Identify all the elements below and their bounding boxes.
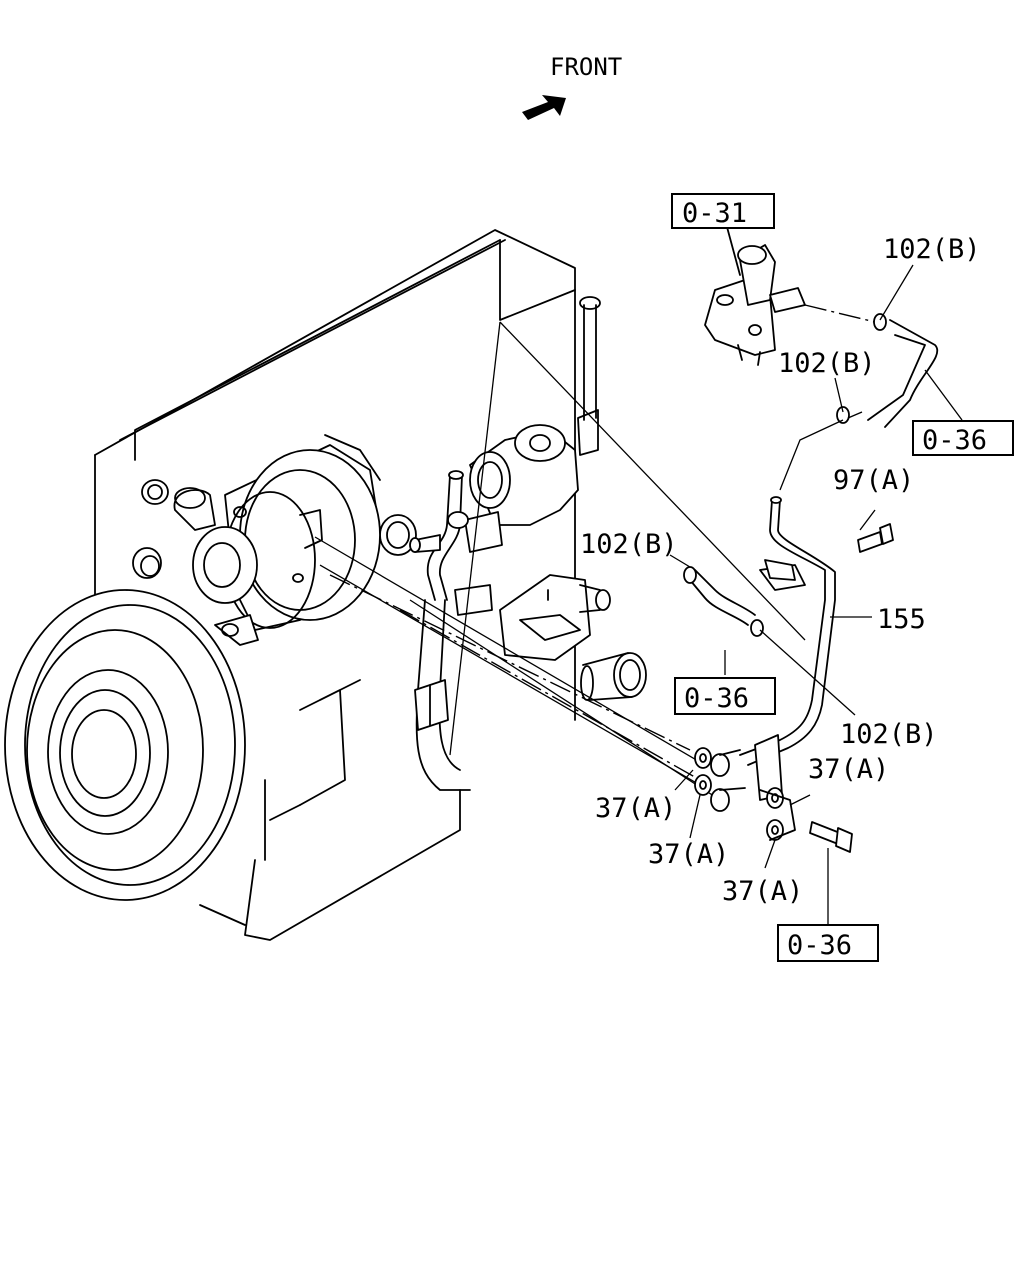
part-label-155: 155 <box>877 604 926 635</box>
part-label-37a-left: 37(A) <box>595 793 676 824</box>
svg-text:0-36: 0-36 <box>922 425 987 456</box>
svg-text:0-36: 0-36 <box>787 930 852 961</box>
part-label-102b-low: 102(B) <box>840 719 938 750</box>
thermostat-housing <box>464 296 601 553</box>
front-arrow-icon <box>522 95 566 120</box>
bypass-pipes <box>409 470 469 601</box>
heater-pipe-155 <box>739 496 872 801</box>
part-label-37a-center: 37(A) <box>648 839 729 870</box>
bolt-97a <box>857 509 894 553</box>
svg-text:0-36: 0-36 <box>684 683 749 714</box>
front-label: FRONT <box>550 53 622 81</box>
ref-box-0-36-upper: 0-36 <box>912 420 1014 456</box>
ref-box-0-36-mid: 0-36 <box>674 677 776 715</box>
water-pipe-lower <box>414 574 647 791</box>
part-label-102b-left: 102(B) <box>580 529 678 560</box>
heater-hose-upper <box>779 264 963 491</box>
part-label-102b-mid: 102(B) <box>778 348 876 379</box>
water-outlet <box>704 226 806 366</box>
ref-box-0-36-lower: 0-36 <box>777 924 879 962</box>
part-label-37a-right: 37(A) <box>808 754 889 785</box>
svg-text:0-31: 0-31 <box>682 198 747 229</box>
part-label-102b-top: 102(B) <box>883 234 981 265</box>
leader-lines <box>314 321 806 801</box>
heater-hose-mid <box>669 554 856 716</box>
bolt-lower <box>809 821 853 925</box>
washers <box>674 747 811 869</box>
ref-box-0-31: 0-31 <box>671 193 775 229</box>
part-label-37a-bottom: 37(A) <box>722 876 803 907</box>
ac-compressor <box>173 434 381 646</box>
part-label-97a: 97(A) <box>833 465 914 496</box>
crank-pulley <box>4 589 246 901</box>
